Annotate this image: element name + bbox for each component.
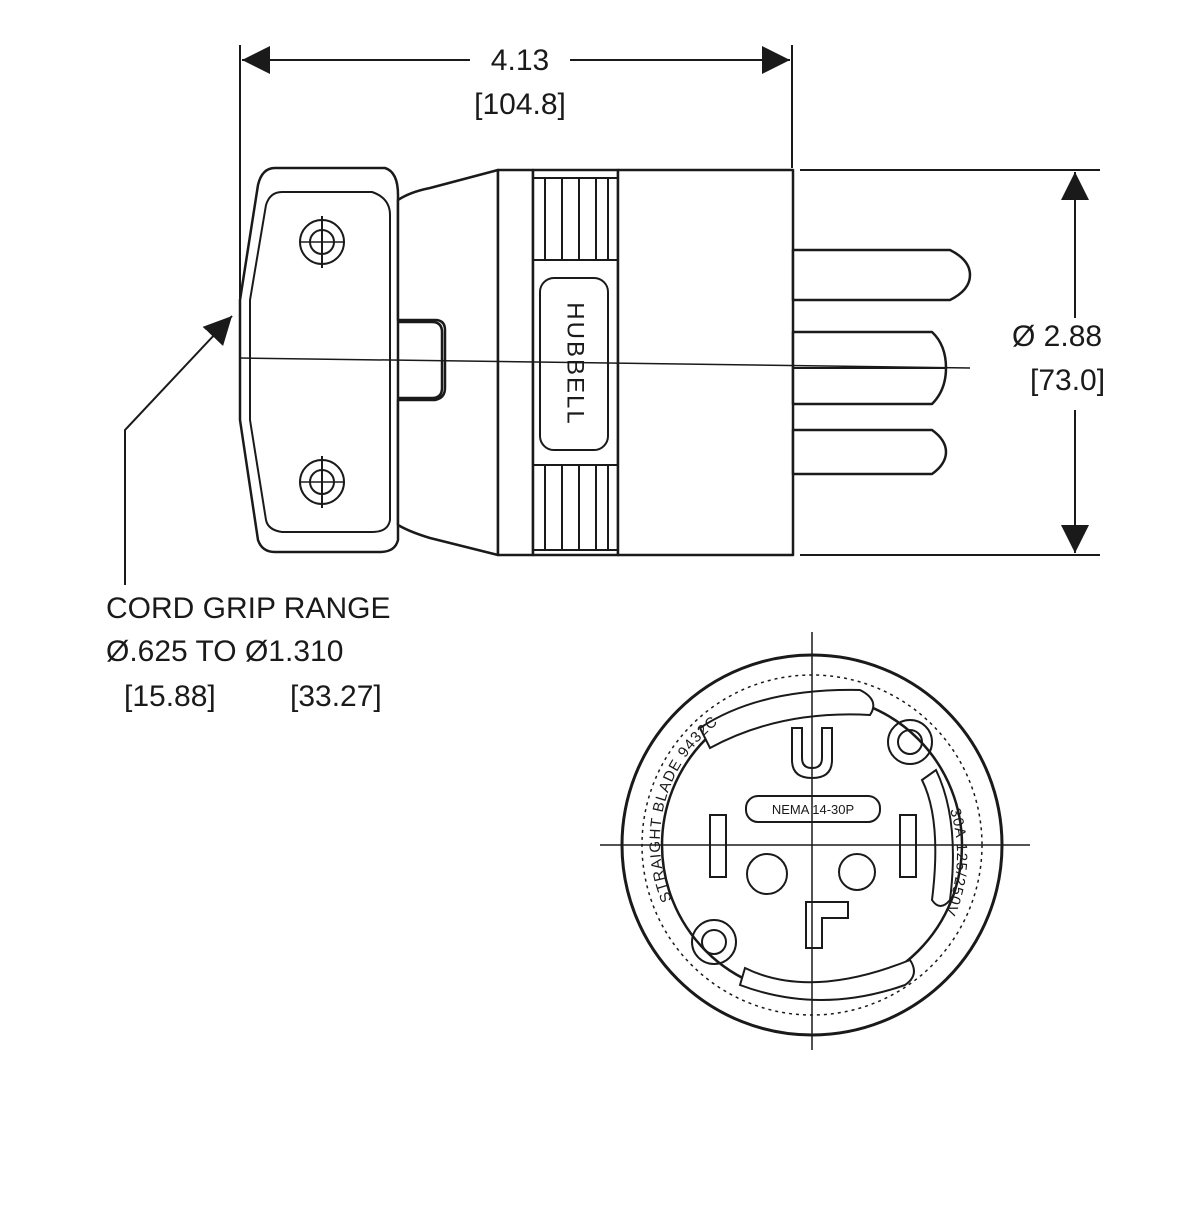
blade-right — [899, 814, 917, 878]
length-mm-label: [104.8] — [474, 88, 566, 121]
notch — [398, 320, 444, 400]
ground-blade — [791, 727, 833, 780]
brand-plate — [539, 277, 609, 451]
prong-top — [791, 248, 972, 302]
badge-left — [746, 853, 788, 895]
end-view-screw-bottom-left-icon — [691, 919, 737, 965]
grip-ribs-bottom — [532, 464, 619, 551]
diameter-mm-label: [73.0] — [1030, 364, 1106, 397]
diameter-inch-label: Ø 2.88 — [1012, 320, 1103, 353]
cord-grip-max-mm: [33.27] — [290, 680, 382, 713]
nema-label: NEMA 14-30P — [772, 802, 854, 817]
length-inch-label: 4.13 — [490, 44, 550, 77]
end-view-screw-top-right-icon — [887, 719, 933, 765]
plug-side-view — [238, 166, 972, 557]
cord-clamp-cap — [238, 166, 400, 554]
diameter-dimension — [800, 169, 1100, 556]
end-view-centerlines — [600, 632, 1030, 1050]
cord-grip-leader — [124, 315, 233, 585]
grip-ribs-top — [532, 177, 619, 261]
side-view-centerline — [239, 357, 971, 369]
blade-left — [709, 814, 727, 878]
cord-grip-range: Ø.625 TO Ø1.310 — [106, 635, 344, 668]
brand-label: HUBBELL — [562, 302, 589, 425]
body-front — [616, 168, 795, 557]
prong-bottom — [791, 428, 948, 476]
nema-label-box — [745, 795, 881, 823]
length-dimension — [239, 45, 793, 300]
cord-grip-min-mm: [15.88] — [124, 680, 216, 713]
tapered-body — [396, 168, 500, 557]
rim-slot-top — [698, 688, 875, 750]
cord-grip-title: CORD GRIP RANGE — [106, 592, 391, 625]
rim-slot-right — [920, 768, 954, 907]
neutral-blade — [805, 901, 849, 949]
badge-right — [838, 853, 876, 891]
rim-slot-bottom — [738, 958, 915, 1001]
cord-clamp-inner — [249, 191, 391, 533]
